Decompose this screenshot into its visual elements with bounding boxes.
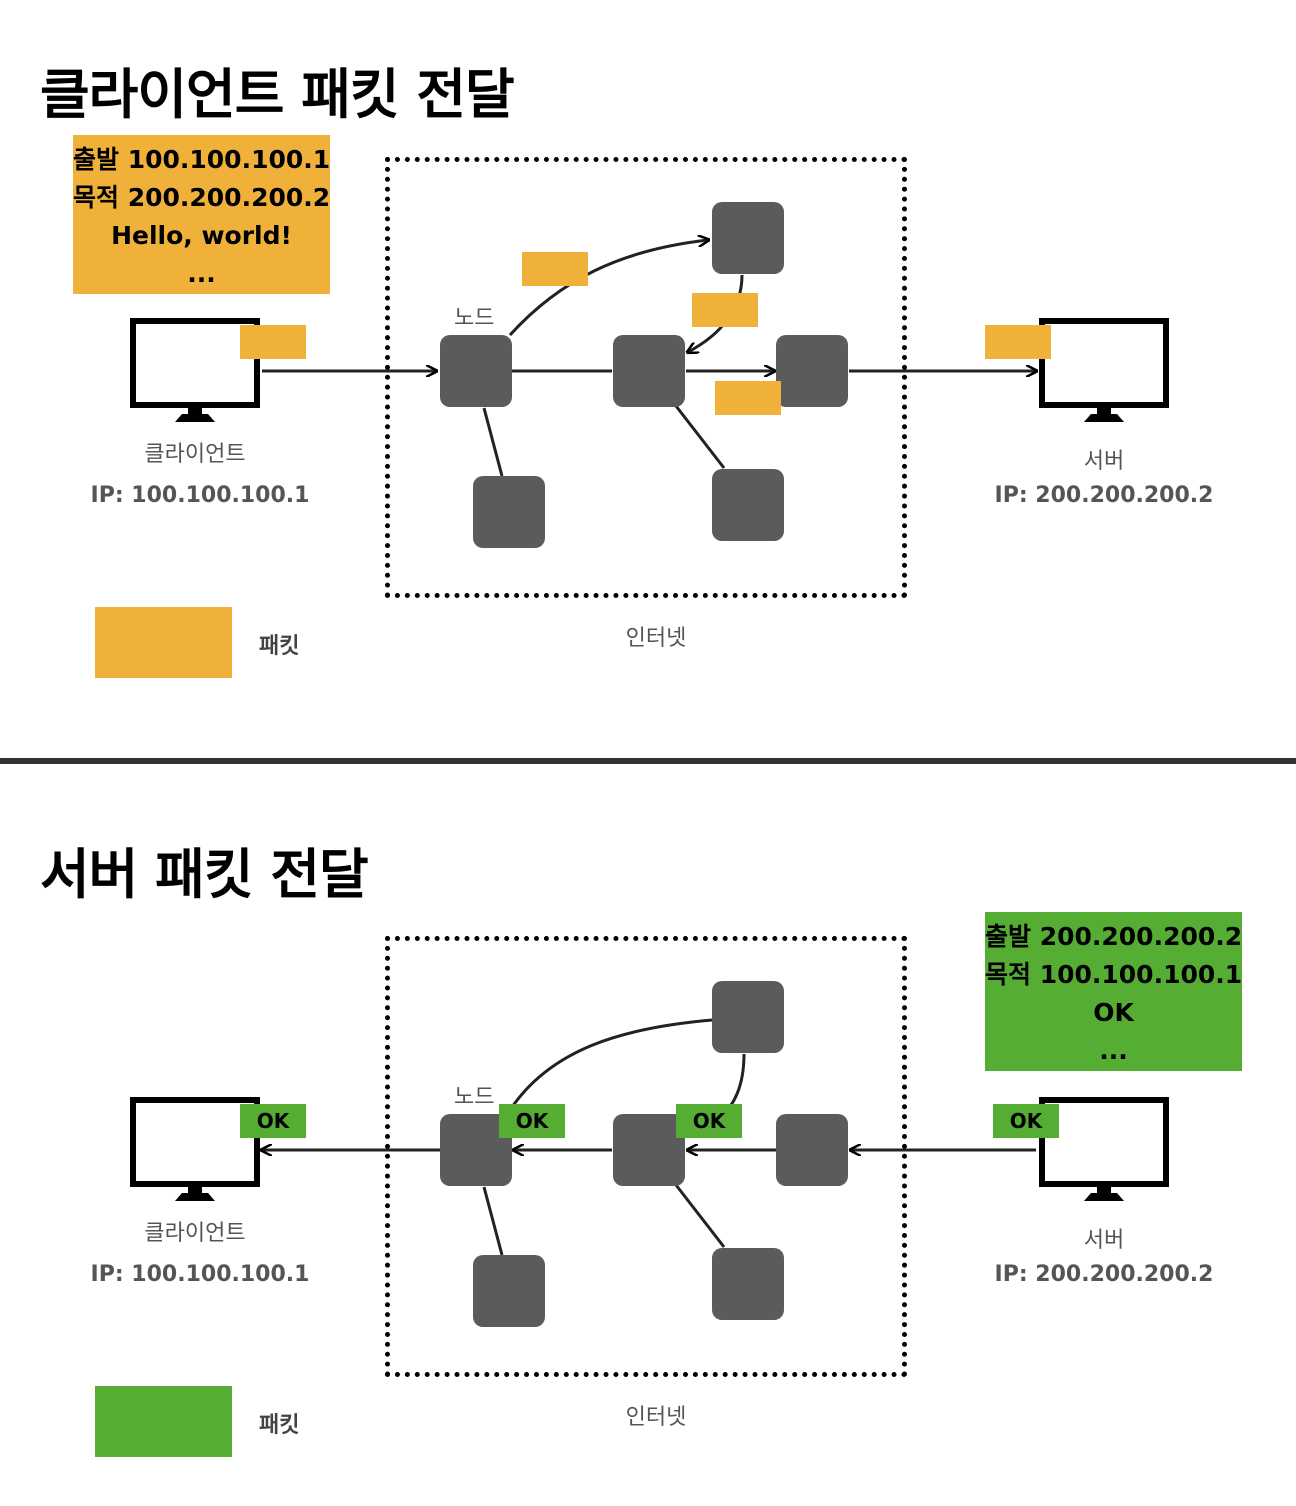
packet-destination-line: 목적 200.200.200.2 — [73, 183, 331, 212]
internet-boundary — [385, 157, 907, 598]
packet-ellipsis-line: ... — [1099, 1036, 1128, 1065]
server-computer-icon — [1039, 1097, 1169, 1201]
legend-packet-label: 패킷 — [259, 634, 300, 659]
packet — [522, 252, 588, 286]
network-node — [712, 981, 784, 1053]
network-node — [776, 335, 848, 407]
client-computer-icon — [130, 1097, 260, 1201]
server-ip: IP: 200.200.200.2 — [994, 483, 1214, 508]
packet — [985, 325, 1051, 359]
packet: OK — [676, 1104, 742, 1138]
internet-label: 인터넷 — [625, 626, 687, 651]
packet-destination-line: 목적 100.100.100.1 — [985, 960, 1243, 989]
packet-ellipsis-line: ... — [187, 259, 216, 288]
network-node — [712, 202, 784, 274]
legend-packet-swatch — [95, 1386, 232, 1457]
client-computer-icon — [130, 318, 260, 422]
packet — [692, 293, 758, 327]
network-node — [776, 1114, 848, 1186]
packet — [715, 381, 781, 415]
node-label: 노드 — [454, 1085, 495, 1110]
client-ip: IP: 100.100.100.1 — [90, 483, 310, 508]
internet-label: 인터넷 — [625, 1405, 687, 1430]
server-label: 서버 — [1083, 1228, 1125, 1253]
packet-source-line: 출발 200.200.200.2 — [985, 922, 1243, 951]
packet-payload-line: Hello, world! — [111, 221, 292, 250]
server-label: 서버 — [1083, 449, 1125, 474]
network-node — [613, 335, 685, 407]
packet: OK — [993, 1104, 1059, 1138]
legend-packet-label: 패킷 — [259, 1413, 300, 1438]
network-node — [712, 469, 784, 541]
network-node — [712, 1248, 784, 1320]
internet-boundary — [385, 936, 907, 1377]
client-label: 클라이언트 — [144, 1221, 246, 1246]
client-label: 클라이언트 — [144, 442, 246, 467]
section-divider — [0, 758, 1296, 764]
network-node — [440, 335, 512, 407]
client-packet-info-box: 출발 100.100.100.1 목적 200.200.200.2 Hello,… — [73, 135, 330, 294]
network-node — [473, 476, 545, 548]
client-ip: IP: 100.100.100.1 — [90, 1262, 310, 1287]
legend-packet-swatch — [95, 607, 232, 678]
packet — [240, 325, 306, 359]
network-node — [613, 1114, 685, 1186]
server-section-title: 서버 패킷 전달 — [40, 843, 369, 906]
network-node — [473, 1255, 545, 1327]
server-ip: IP: 200.200.200.2 — [994, 1262, 1214, 1287]
packet: OK — [499, 1104, 565, 1138]
server-packet-info-box: 출발 200.200.200.2 목적 100.100.100.1 OK ... — [985, 912, 1242, 1071]
node-label: 노드 — [454, 306, 495, 331]
server-computer-icon — [1039, 318, 1169, 422]
client-section-title: 클라이언트 패킷 전달 — [40, 63, 515, 126]
packet-payload-line: OK — [1093, 998, 1134, 1027]
packet: OK — [240, 1104, 306, 1138]
packet-source-line: 출발 100.100.100.1 — [73, 145, 331, 174]
